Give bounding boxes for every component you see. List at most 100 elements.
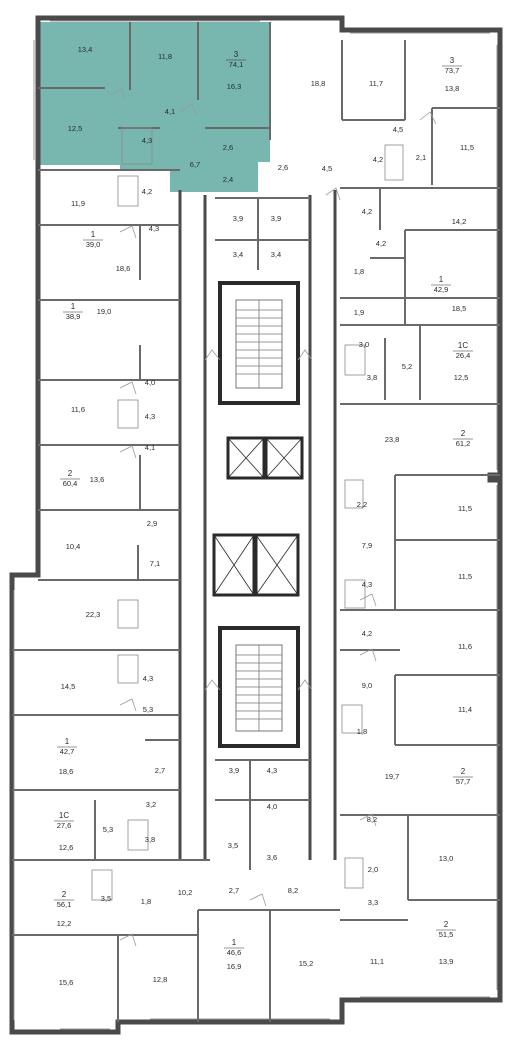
- apartment-marker[interactable]: 1С 26,4: [453, 341, 473, 360]
- apartment-rooms: 2: [68, 469, 73, 478]
- apartment-area: 56,1: [57, 900, 72, 909]
- room-area-label: 3,5: [228, 841, 238, 850]
- apartment-area: 42,7: [60, 747, 75, 756]
- room-area-label: 3,3: [368, 898, 378, 907]
- room-area-label: 4,3: [143, 674, 153, 683]
- apartment-area: 46,6: [227, 948, 242, 957]
- apartment-rooms: 2: [444, 920, 449, 929]
- room-area-label: 1,8: [141, 897, 151, 906]
- room-area-label: 18,6: [116, 264, 131, 273]
- apartment-marker[interactable]: 1 38,9: [63, 302, 83, 321]
- apartment-rooms: 3: [450, 56, 455, 65]
- room-area-label: 14,5: [61, 682, 76, 691]
- room-area-label: 13,9: [439, 957, 454, 966]
- room-area-label: 11,5: [460, 143, 474, 152]
- room-area-label: 4,2: [373, 155, 383, 164]
- room-area-label: 5,3: [103, 825, 113, 834]
- room-area-label: 13,4: [78, 45, 93, 54]
- room-area-label: 4,2: [142, 187, 152, 196]
- room-area-label: 2,9: [147, 519, 157, 528]
- room-area-label: 4,1: [165, 107, 175, 116]
- room-area-label: 3,9: [233, 214, 243, 223]
- apartment-rooms: 1С: [59, 811, 69, 820]
- room-area-label: 18,5: [452, 304, 467, 313]
- room-area-label: 13,6: [90, 475, 105, 484]
- bath-fixtures: [91, 127, 404, 901]
- room-area-label: 12,6: [59, 843, 74, 852]
- apartment-rooms: 1: [439, 275, 444, 284]
- apartment-rooms: 1: [232, 938, 237, 947]
- apartment-marker[interactable]: 1 39,0: [83, 230, 103, 249]
- room-area-label: 3,9: [229, 766, 239, 775]
- apartment-marker[interactable]: 3 73,7: [442, 56, 462, 75]
- room-area-label: 1,8: [357, 727, 367, 736]
- room-area-label: 6,7: [190, 160, 200, 169]
- room-area-label: 4,0: [145, 378, 155, 387]
- apartment-marker[interactable]: 2 60,4: [60, 469, 80, 488]
- room-area-label: 4,2: [362, 629, 372, 638]
- room-area-label: 14,2: [452, 217, 467, 226]
- room-area-label: 11,1: [370, 957, 384, 966]
- room-area-label: 7,9: [362, 541, 372, 550]
- room-area-label: 2,1: [416, 153, 426, 162]
- apartment-marker[interactable]: 3 74,1: [226, 50, 246, 69]
- room-area-label: 18,8: [311, 79, 326, 88]
- room-area-label: 4,3: [145, 412, 155, 421]
- room-area-label: 4,3: [362, 580, 372, 589]
- apartment-area: 39,0: [86, 240, 101, 249]
- apartment-rooms: 2: [461, 429, 466, 438]
- room-area-label: 16,9: [227, 962, 242, 971]
- apartment-marker[interactable]: 1 42,9: [431, 275, 451, 294]
- room-area-label: 4,1: [145, 443, 155, 452]
- room-area-label: 12,5: [454, 373, 469, 382]
- apartment-rooms: 1: [71, 302, 76, 311]
- apartment-marker[interactable]: 1С 27,6: [54, 811, 74, 830]
- room-area-label: 10,4: [66, 542, 81, 551]
- room-area-label: 16,3: [227, 82, 242, 91]
- room-area-label: 5,3: [143, 705, 153, 714]
- room-area-label: 2,4: [223, 175, 233, 184]
- room-area-label: 11,5: [458, 504, 472, 513]
- room-area-label: 2,6: [223, 143, 233, 152]
- apartment-marker[interactable]: 2 51,5: [436, 920, 456, 939]
- room-area-label: 4,5: [322, 164, 332, 173]
- room-area-label: 2,0: [368, 865, 378, 874]
- apartment-marker[interactable]: 2 57,7: [453, 767, 473, 786]
- room-area-label: 3,4: [233, 250, 243, 259]
- apartment-area: 74,1: [229, 60, 244, 69]
- apartment-marker[interactable]: 1 46,6: [224, 938, 244, 957]
- room-area-label: 4,2: [376, 239, 386, 248]
- apartment-marker[interactable]: 2 61,2: [453, 429, 473, 448]
- apartment-area: 60,4: [63, 479, 78, 488]
- room-area-label: 3,4: [271, 250, 281, 259]
- apartment-highlight[interactable]: [38, 22, 270, 192]
- room-area-label: 19,0: [97, 307, 112, 316]
- room-area-label: 11,6: [71, 405, 85, 414]
- apartment-rooms: 1С: [458, 341, 468, 350]
- window-ticks: [13, 20, 498, 1030]
- apartment-area: 42,9: [434, 285, 449, 294]
- apartment-area: 61,2: [456, 439, 471, 448]
- room-area-label: 3,8: [145, 835, 155, 844]
- room-area-label: 12,2: [57, 919, 72, 928]
- apartment-marker[interactable]: 1 42,7: [57, 737, 77, 756]
- room-area-label: 1,8: [354, 267, 364, 276]
- room-area-label: 4,3: [142, 136, 152, 145]
- apartment-rooms: 2: [461, 767, 466, 776]
- room-area-label: 4,3: [149, 224, 159, 233]
- elevator-shafts: [212, 436, 304, 597]
- apartment-rooms: 1: [91, 230, 96, 239]
- room-area-label: 7,1: [150, 559, 160, 568]
- apartment-marker[interactable]: 2 56,1: [54, 890, 74, 909]
- room-area-label: 5,2: [402, 362, 412, 371]
- room-area-label: 3,5: [101, 894, 111, 903]
- room-area-label: 11,5: [458, 572, 472, 581]
- room-area-label: 4,3: [267, 766, 277, 775]
- apartment-area: 57,7: [456, 777, 471, 786]
- room-area-label: 13,0: [439, 854, 454, 863]
- corridor-walls: [178, 190, 337, 860]
- room-area-label: 10,2: [178, 888, 193, 897]
- room-area-label: 2,6: [278, 163, 288, 172]
